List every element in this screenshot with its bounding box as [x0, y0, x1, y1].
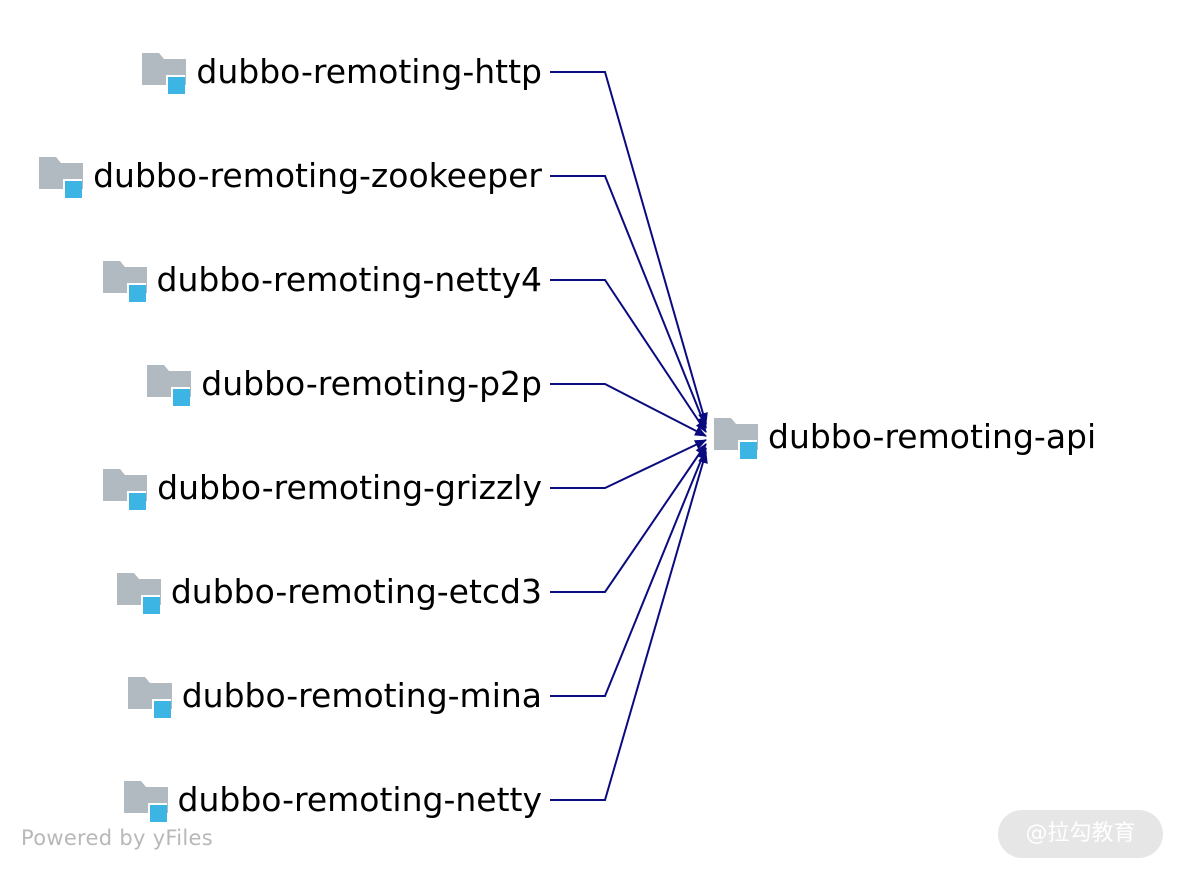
module-folder-icon — [127, 674, 173, 718]
dependency-edge — [550, 383, 707, 437]
module-label: dubbo-remoting-grizzly — [157, 468, 542, 507]
module-label: dubbo-remoting-api — [768, 417, 1097, 456]
yfiles-credit: Powered by yFiles — [21, 826, 213, 850]
module-node-dubbo-remoting-netty4[interactable]: dubbo-remoting-netty4 — [102, 258, 542, 302]
module-node-dubbo-remoting-grizzly[interactable]: dubbo-remoting-grizzly — [102, 466, 542, 510]
module-folder-icon — [713, 415, 759, 459]
module-node-dubbo-remoting-http[interactable]: dubbo-remoting-http — [141, 50, 542, 94]
dependency-edge — [550, 279, 707, 433]
module-node-dubbo-remoting-api[interactable]: dubbo-remoting-api — [713, 415, 1096, 459]
dependency-edge — [550, 71, 708, 425]
dependency-edge — [550, 451, 708, 801]
module-folder-icon — [116, 570, 162, 614]
module-node-dubbo-remoting-netty[interactable]: dubbo-remoting-netty — [123, 778, 542, 822]
module-folder-icon — [38, 154, 84, 198]
module-label: dubbo-remoting-netty — [177, 780, 542, 819]
module-label: dubbo-remoting-zookeeper — [93, 156, 542, 195]
module-folder-icon — [123, 778, 169, 822]
module-folder-icon — [146, 362, 192, 406]
module-node-dubbo-remoting-p2p[interactable]: dubbo-remoting-p2p — [146, 362, 542, 406]
module-folder-icon — [141, 50, 187, 94]
module-label: dubbo-remoting-mina — [181, 676, 542, 715]
module-folder-icon — [102, 466, 148, 510]
dependency-edge — [550, 439, 707, 489]
module-node-dubbo-remoting-etcd3[interactable]: dubbo-remoting-etcd3 — [116, 570, 542, 614]
dependency-edge — [550, 447, 707, 697]
module-folder-icon — [102, 258, 148, 302]
lagou-watermark: @拉勾教育 — [998, 810, 1163, 858]
module-label: dubbo-remoting-http — [196, 52, 542, 91]
module-label: dubbo-remoting-p2p — [201, 364, 542, 403]
dependency-edge — [550, 175, 707, 429]
module-label: dubbo-remoting-etcd3 — [170, 572, 542, 611]
module-label: dubbo-remoting-netty4 — [156, 260, 542, 299]
module-node-dubbo-remoting-mina[interactable]: dubbo-remoting-mina — [127, 674, 542, 718]
dependency-edge — [550, 443, 707, 593]
dependency-edges — [550, 71, 708, 801]
module-node-dubbo-remoting-zookeeper[interactable]: dubbo-remoting-zookeeper — [38, 154, 542, 198]
